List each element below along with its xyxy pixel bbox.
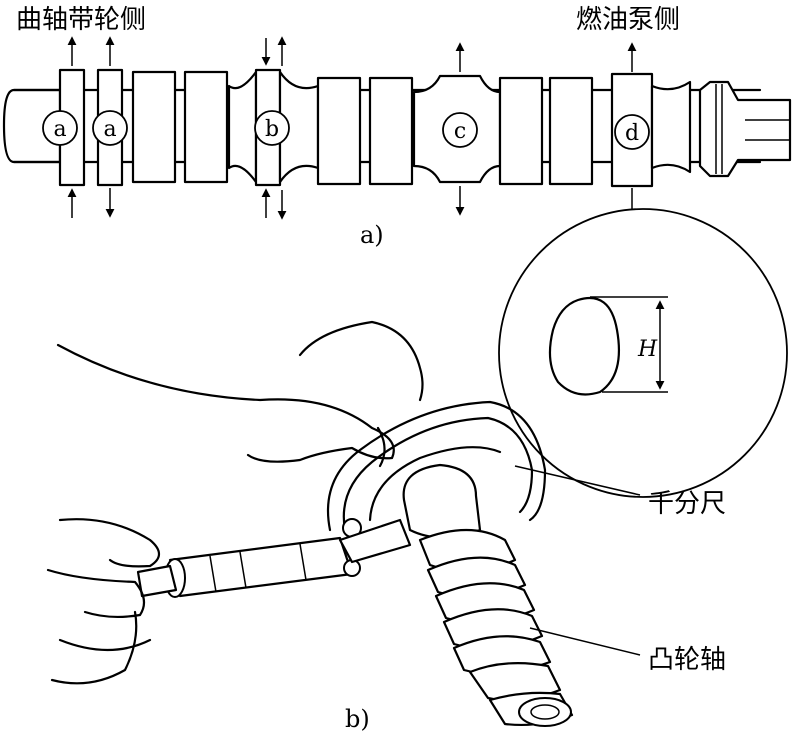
micrometer-label: 千分尺 — [648, 489, 726, 519]
point-d-marker: d — [614, 114, 650, 150]
svg-text:c: c — [454, 119, 466, 144]
svg-text:b: b — [265, 117, 279, 142]
point-b-marker: b — [254, 110, 290, 146]
caption-b: b) — [345, 705, 370, 733]
camshaft-perspective — [402, 463, 574, 727]
height-symbol: H — [637, 337, 658, 362]
cam-lobe-2 — [183, 70, 229, 184]
fuel-pump-side-label: 燃油泵侧 — [576, 5, 680, 35]
upper-hand — [56, 343, 395, 463]
cam-lobe-3 — [227, 70, 258, 184]
caption-a: a) — [360, 221, 384, 249]
camshaft-label: 凸轮轴 — [648, 645, 726, 675]
lower-hand — [58, 518, 161, 568]
cam-lobe-9 — [650, 80, 692, 174]
svg-text:a: a — [103, 117, 116, 142]
cam-height-inset: H — [498, 208, 788, 498]
point-a1-marker: a — [42, 110, 78, 146]
crank-pulley-side-label: 曲轴带轮侧 — [16, 5, 146, 35]
cam-profile — [548, 296, 621, 396]
hands — [46, 320, 424, 685]
cam-lobe-7 — [498, 76, 544, 186]
point-c-marker: c — [442, 112, 478, 148]
svg-text:a: a — [53, 117, 66, 142]
cam-lobe-1 — [131, 70, 177, 184]
cam-lobe-6 — [368, 76, 414, 186]
micrometer — [136, 400, 547, 598]
cam-lobe-8 — [548, 76, 594, 186]
measurement-arrows — [67, 36, 637, 220]
camshaft-side-view: a a b c d — [2, 5, 792, 249]
micrometer-measurement-view: H — [46, 208, 788, 733]
cam-lobe-5 — [316, 76, 362, 186]
point-a2-marker: a — [92, 110, 128, 146]
svg-text:d: d — [625, 121, 639, 146]
